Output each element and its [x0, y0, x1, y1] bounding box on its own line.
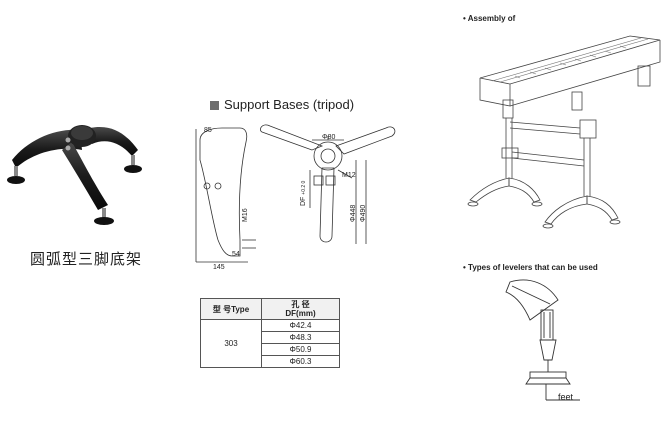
- levelers-label: • Types of levelers that can be used: [463, 263, 598, 272]
- dim-85: 85: [204, 127, 212, 134]
- dim-145: 145: [213, 264, 225, 271]
- tripod-caption: 圆弧型三脚底架: [30, 251, 143, 268]
- feet-label: feet: [558, 392, 574, 402]
- assembly-label: • Assembly of: [463, 14, 516, 23]
- support-bases-title-text: Support Bases (tripod): [224, 97, 355, 112]
- table-header-df-line1: 孔 径: [291, 300, 310, 309]
- table-header-type: 型 号Type: [200, 298, 262, 320]
- table-header-df-line2: DF(mm): [285, 309, 316, 318]
- dim-m12: M12: [342, 172, 356, 179]
- table-type-cell: 303: [200, 319, 262, 368]
- square-bullet-icon: [210, 101, 219, 111]
- support-bases-title: Support Bases (tripod): [210, 97, 354, 112]
- spec-table: 型 号Type 孔 径 DF(mm) 303 Φ42.4 Φ48.3 Φ50.9…: [200, 298, 340, 368]
- table-row: Φ60.3: [261, 355, 340, 368]
- dim-phi80: Φ80: [322, 134, 336, 141]
- dim-54: 54: [232, 251, 240, 258]
